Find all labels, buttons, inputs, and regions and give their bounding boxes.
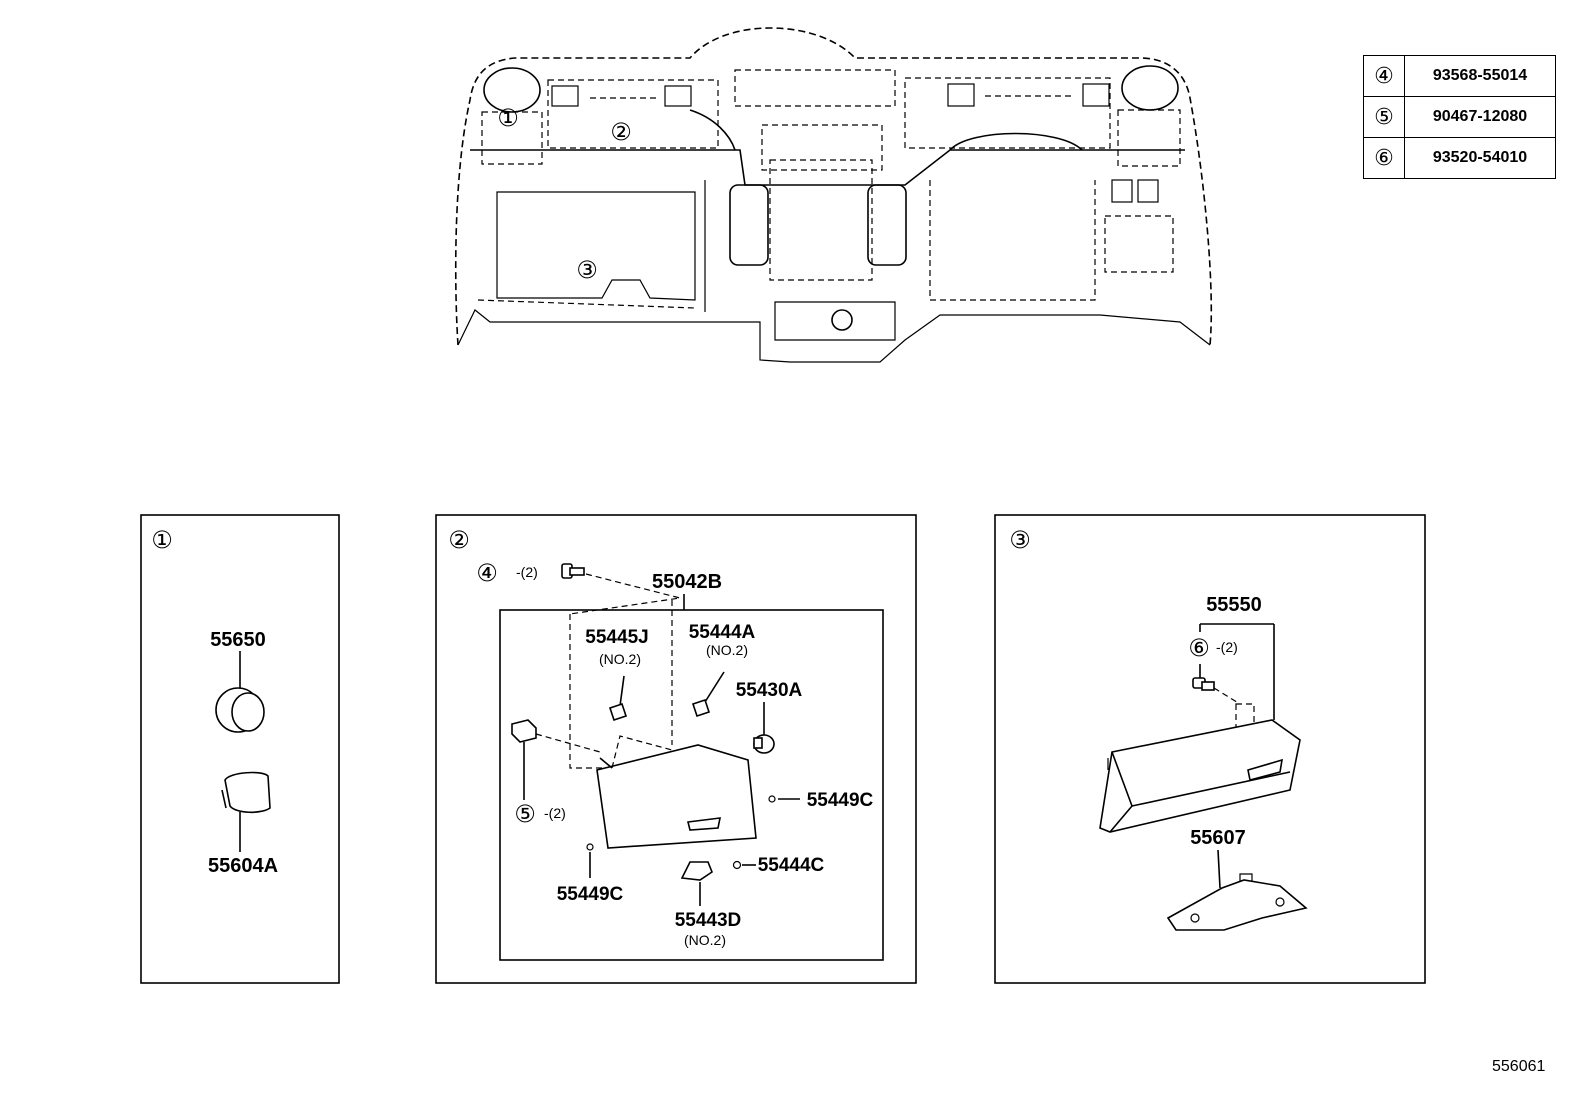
damper-icon [753,734,775,754]
part-55449C-right-label: 55449C [807,790,874,811]
reference-part-number: 93520-54010 [1404,137,1556,179]
fastener-4-index: ④ [476,559,498,587]
reference-row: ⑤ 90467-12080 [1363,96,1556,138]
fastener-5-qty: -(2) [544,805,566,821]
latch-icon [680,861,713,881]
part-55607-label: 55607 [1190,827,1246,849]
hinge-bracket-icon [511,719,537,743]
glove-box-door-icon [596,735,757,849]
part-55604A-label: 55604A [208,855,278,877]
clip-icon [608,702,628,722]
part-55650-label: 55650 [210,629,266,651]
reference-index: ④ [1363,55,1405,97]
reference-part-number: 90467-12080 [1404,96,1556,138]
clip-icon [691,698,711,718]
part-55444A-note: (NO.2) [706,642,748,658]
vent-knob-icon [215,687,265,733]
assembly-55042B-label: 55042B [652,571,722,593]
lock-striker-icon [1166,873,1308,931]
part-55445J-label: 55445J [585,627,648,648]
part-55444A-label: 55444A [689,622,756,643]
reference-row: ⑥ 93520-54010 [1363,137,1556,179]
reference-row: ④ 93568-55014 [1363,55,1556,97]
part-55444C-label: 55444C [758,855,825,876]
part-55430A-label: 55430A [736,680,803,701]
panel-2-index: ② [448,526,470,554]
fastener-6-qty: -(2) [1216,639,1238,655]
overview-callout-1: ① [497,104,519,132]
panel-1-index: ① [151,526,173,554]
reference-index: ⑤ [1363,96,1405,138]
panel-3: ③ 55550 ⑥ -(2) 55607 [994,514,1426,984]
part-55449C-left-label: 55449C [557,884,624,905]
fastener-5-index: ⑤ [514,800,536,828]
instrument-panel-overview: ① ② ③ [454,27,1213,363]
reference-index: ⑥ [1363,137,1405,179]
panel-3-index: ③ [1009,526,1031,554]
panel-1: ① 55650 55604A [140,514,340,984]
overview-callout-3: ③ [576,256,598,284]
vent-housing-icon [221,771,271,814]
part-55443D-label: 55443D [675,910,742,931]
diagram-code: 556061 [1492,1058,1546,1075]
assembly-55550-label: 55550 [1206,594,1262,616]
screw-icon [561,563,585,579]
part-55445J-note: (NO.2) [599,651,641,667]
reference-table: ④ 93568-55014 ⑤ 90467-12080 ⑥ 93520-5401… [1363,55,1556,179]
glove-box-assembly-icon [1099,719,1301,833]
overview-callout-2: ② [610,118,632,146]
part-55443D-note: (NO.2) [684,932,726,948]
fastener-6-index: ⑥ [1188,634,1210,662]
screw-icon [1192,677,1215,691]
panel-2: ② ④ -(2) 55042B 55445J (NO.2) 55444A (NO… [435,514,917,984]
fastener-4-qty: -(2) [516,564,538,580]
reference-part-number: 93568-55014 [1404,55,1556,97]
